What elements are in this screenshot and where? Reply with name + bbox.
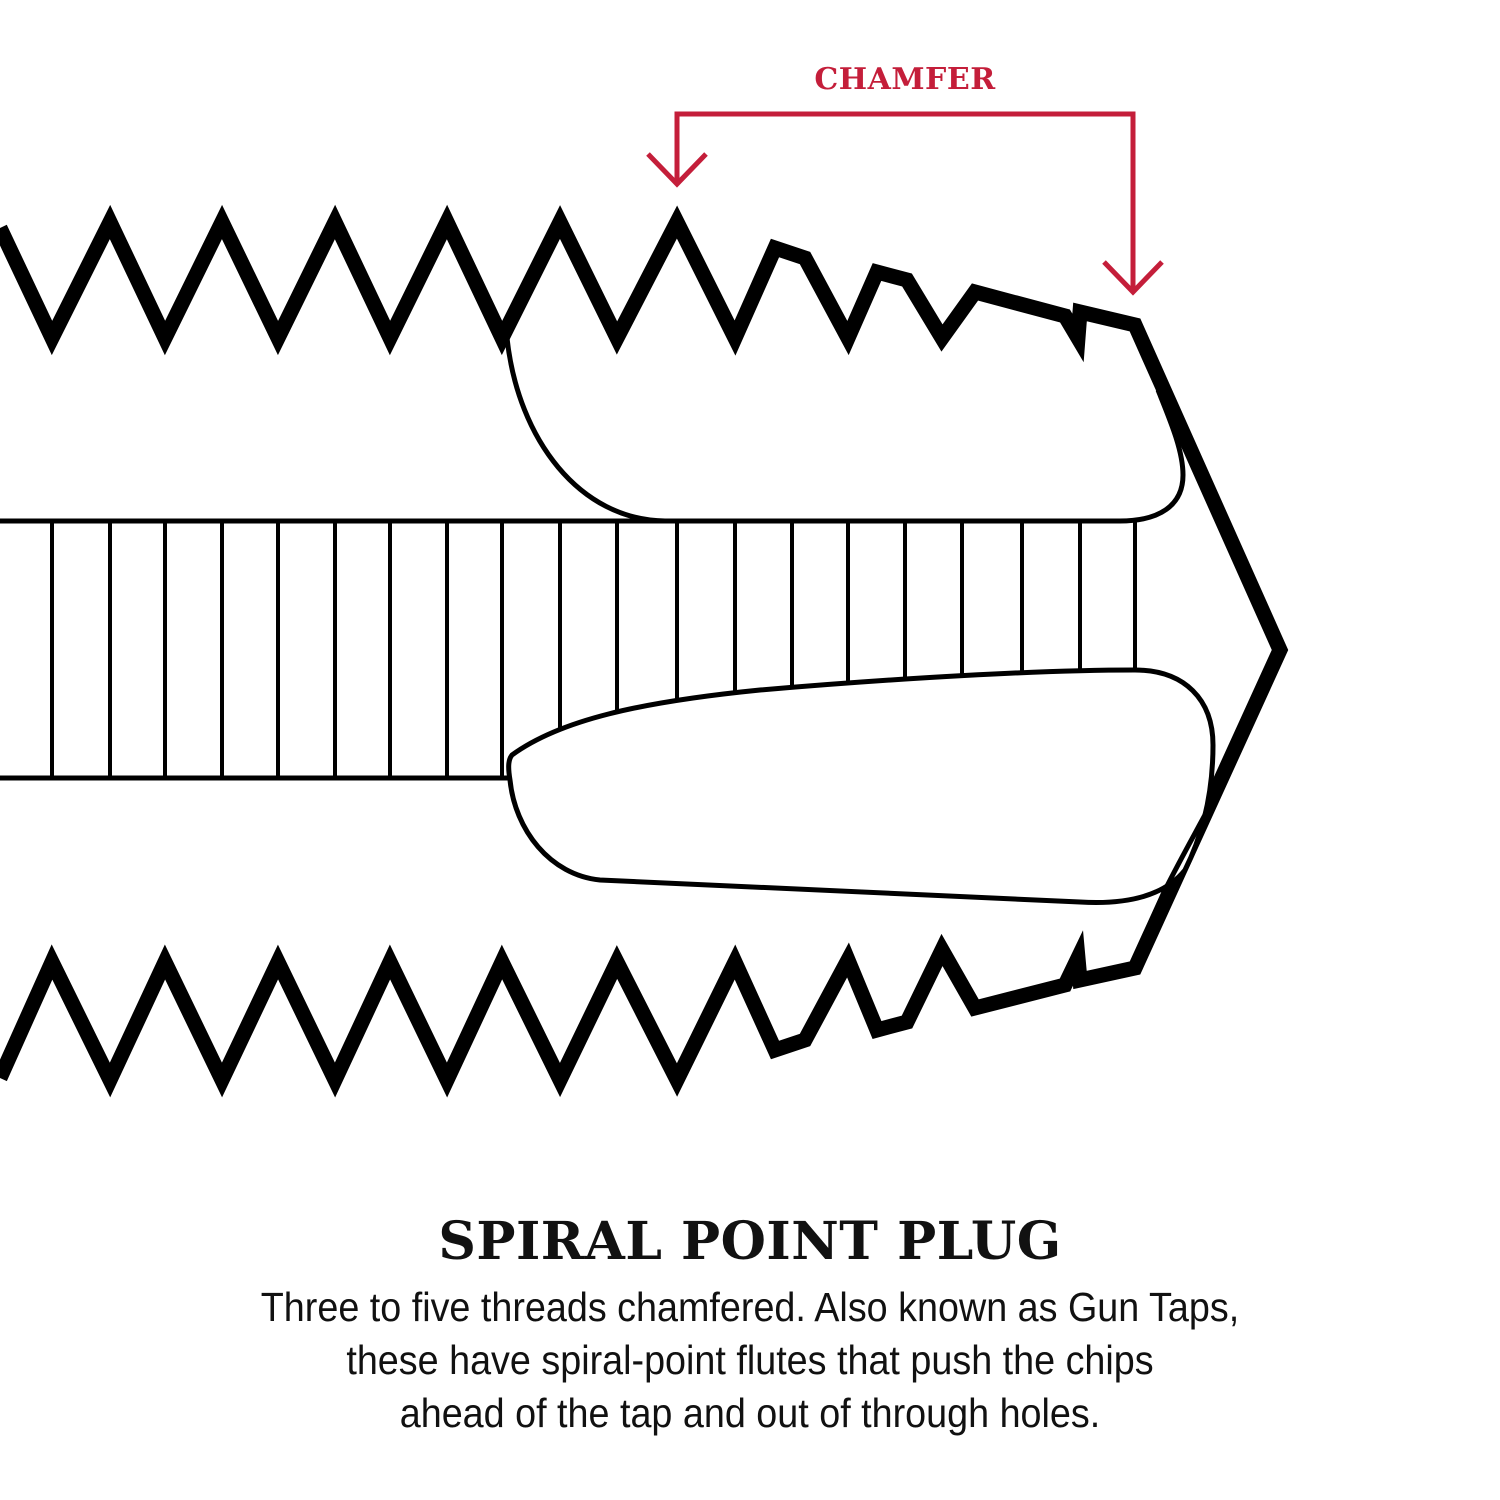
description-line-2: these have spiral-point flutes that push… [346,1337,1154,1383]
chamfer-callout [646,111,1164,296]
chamfer-left-arrowhead [646,152,708,188]
chamfer-bracket-line [674,111,1136,290]
upper-thread-profile [0,204,1289,1098]
lower-spiral-flute [506,667,1216,905]
description-line-3: ahead of the tap and out of through hole… [399,1390,1101,1436]
lower-flute-edge [1132,753,1238,960]
spiral-hatch-lines [50,521,1137,778]
description-line-1: Three to five threads chamfered. Also kn… [260,1284,1240,1330]
chamfer-right-arrowhead [1102,260,1164,296]
chamfer-label: CHAMFER [814,62,996,97]
diagram-title: SPIRAL POINT PLUG [438,1211,1062,1272]
upper-flute [504,337,1186,524]
